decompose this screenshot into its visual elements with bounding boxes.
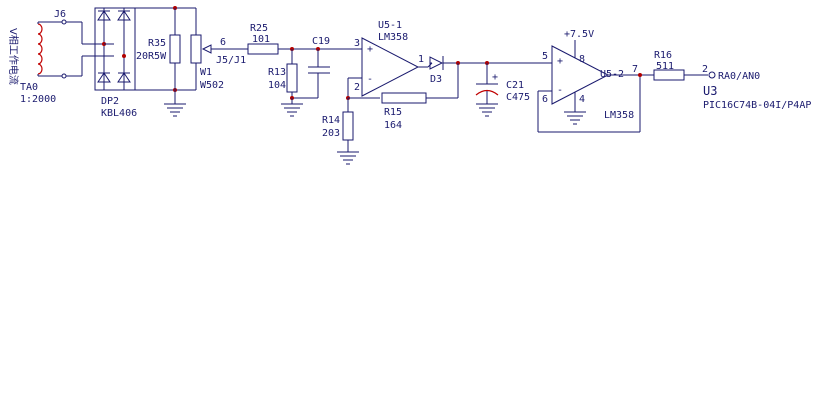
j6-label: J6 — [54, 9, 66, 20]
u52-plus: + — [557, 56, 563, 67]
c21-ref: C21 — [506, 80, 524, 91]
ta-ref: TA0 — [20, 82, 38, 93]
pin-4-label: 4 — [579, 94, 585, 105]
r14-ref: R14 — [322, 115, 340, 126]
ground-symbol — [281, 98, 303, 117]
w1-val: W502 — [200, 80, 224, 91]
r13-ref: R13 — [268, 67, 286, 78]
bridge-rectifier-dp2: DP2 KBL406 — [94, 7, 137, 119]
r13-val: 104 — [268, 80, 286, 91]
ground-symbol — [564, 111, 586, 125]
resistor-r14: R14 203 — [322, 98, 354, 152]
c19-ref: C19 — [312, 36, 330, 47]
pin-7-label: 7 — [632, 64, 638, 75]
resistor-r25: R25 101 — [247, 23, 279, 55]
ra0-label: RA0/AN0 — [718, 71, 760, 82]
c21-val: C475 — [506, 92, 530, 103]
vcc-label: +7.5V — [564, 29, 594, 40]
pin-1-label: 1 — [418, 54, 424, 65]
u52-val: LM358 — [604, 110, 634, 121]
ground-symbol — [476, 103, 498, 117]
mcu-pin-ra0: 2 RA0/AN0 U3 PIC16C74B-04I/P4AP — [702, 64, 811, 111]
potentiometer-w1: W1 W502 — [190, 8, 226, 91]
w1-ref: W1 — [200, 67, 212, 78]
opamp-u5-2: + - 5 6 +7.5V 8 4 U5-2 LM358 7 — [538, 29, 654, 121]
r25-val: 101 — [252, 34, 270, 45]
capacitor-c21: + C21 C475 — [475, 63, 530, 104]
r15-val: 164 — [384, 120, 402, 131]
u52-minus: - — [557, 85, 563, 96]
r25-ref: R25 — [250, 23, 268, 34]
dp2-val: KBL406 — [101, 108, 137, 119]
pin-2-label: 2 — [354, 82, 360, 93]
pin-6-label: 6 — [220, 37, 226, 48]
r35-ref: R35 — [148, 38, 166, 49]
ground-symbol — [164, 90, 186, 117]
r14-val: 203 — [322, 128, 340, 139]
ta-ratio: 1:2000 — [20, 94, 56, 105]
r15-ref: R15 — [384, 107, 402, 118]
resistor-r35: R35 20R5W — [136, 8, 181, 90]
pin-3-label: 3 — [354, 38, 360, 49]
vertical-label: V相工作电流 — [7, 28, 20, 85]
r16-ref: R16 — [654, 50, 672, 61]
pin-6b-label: 6 — [542, 94, 548, 105]
dp2-ref: DP2 — [101, 96, 119, 107]
u51-val: LM358 — [378, 32, 408, 43]
j5j1-label: J5/J1 — [216, 55, 246, 66]
ground-symbol — [337, 151, 359, 165]
pin-5-label: 5 — [542, 51, 548, 62]
current-transformer-ta0: V相工作电流 TA0 1:2000 — [7, 21, 62, 105]
u51-minus: - — [367, 74, 373, 85]
r35-val: 20R5W — [136, 51, 167, 62]
r16-val: 511 — [656, 61, 674, 72]
u51-ref: U5-1 — [378, 20, 402, 31]
pic-part: PIC16C74B-04I/P4AP — [703, 100, 811, 111]
u51-plus: + — [367, 44, 373, 55]
c21-plus: + — [492, 72, 498, 83]
capacitor-c19: C19 — [292, 36, 330, 99]
resistor-r13: R13 104 — [268, 49, 298, 98]
resistor-r16: R16 511 — [653, 50, 708, 81]
opamp-u5-1: + - 3 2 U5-1 LM358 1 — [346, 20, 428, 97]
pin-8-label: 8 — [579, 54, 585, 65]
resistor-r15: R15 164 — [381, 92, 458, 131]
pin-2b-label: 2 — [702, 64, 708, 75]
d3-ref: D3 — [430, 74, 442, 85]
u3-ref: U3 — [703, 84, 717, 98]
